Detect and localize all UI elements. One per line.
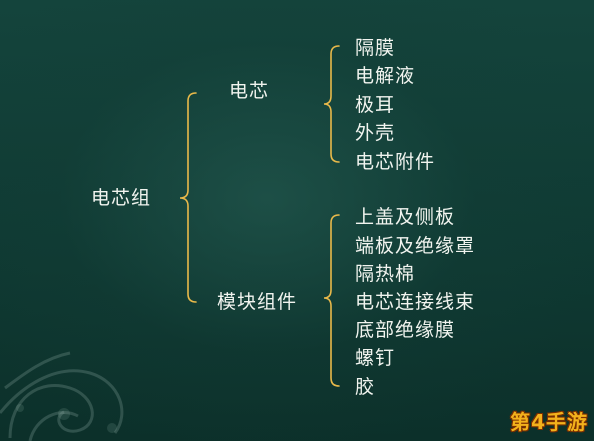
- watermark-text: 第4手游: [510, 410, 588, 434]
- group-2-item: 螺钉: [355, 347, 396, 369]
- group-1-item: 电芯附件: [355, 151, 436, 173]
- root-node-label: 电芯组: [91, 187, 152, 209]
- group-2-item: 胶: [355, 376, 376, 398]
- group-2-item: 上盖及侧板: [355, 206, 456, 228]
- group-2-item: 电芯连接线束: [355, 291, 476, 313]
- group-1-item: 隔膜: [355, 37, 396, 59]
- group-2-item: 端板及绝缘罩: [355, 235, 476, 257]
- decorative-swirl-ornament: [0, 351, 124, 441]
- group-1-bracket: [323, 45, 340, 163]
- group-1-label: 电芯: [229, 80, 270, 102]
- group-2-bracket: [323, 214, 340, 387]
- group-2-item: 底部绝缘膜: [355, 319, 456, 341]
- group-1-item: 极耳: [355, 94, 396, 116]
- group-2-item: 隔热棉: [355, 263, 416, 285]
- root-bracket: [179, 92, 197, 303]
- group-1-item: 外壳: [355, 122, 396, 144]
- group-2-label: 模块组件: [217, 291, 298, 313]
- group-1-item: 电解液: [355, 65, 416, 87]
- site-watermark-logo: 第4手游: [510, 406, 588, 435]
